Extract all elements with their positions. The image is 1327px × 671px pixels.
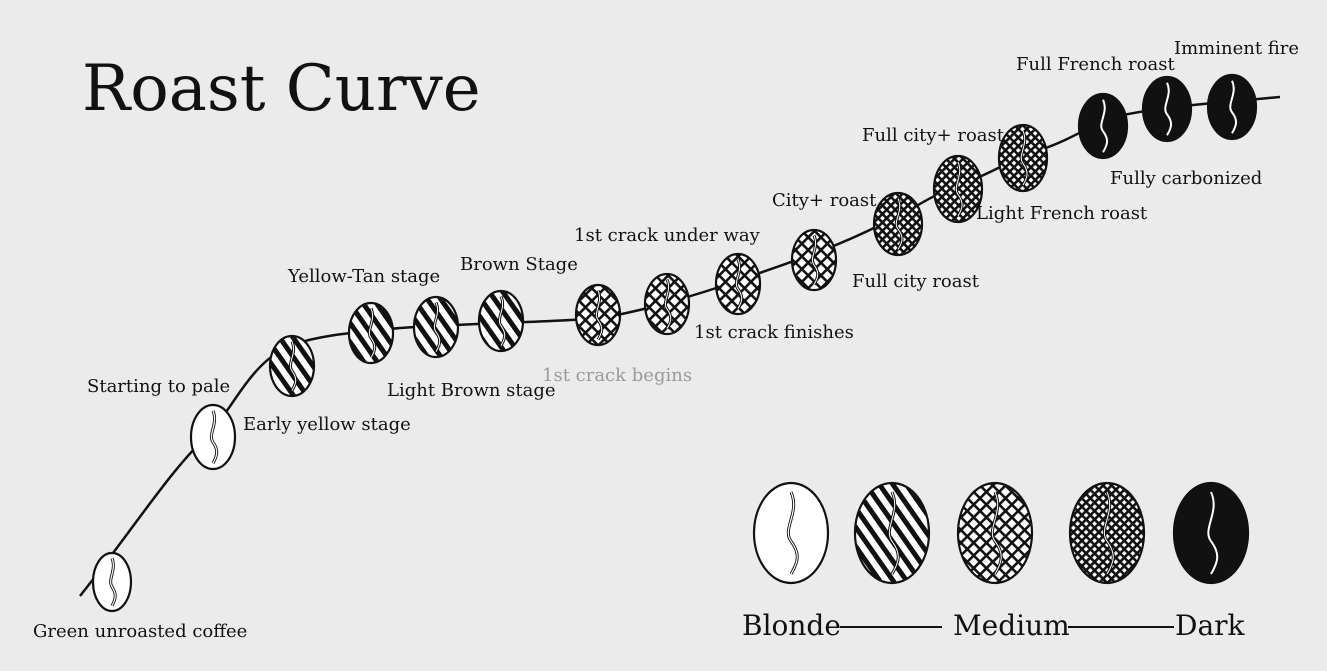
bean-light-brown [414,297,458,357]
stage-label-first-crack-finishes: 1st crack finishes [694,322,854,343]
stage-label-first-crack-begins: 1st crack begins [542,365,692,386]
legend-label-medium: Medium [953,609,1070,642]
stage-label-full-city: Full city roast [852,271,980,292]
stage-label-city-plus: City+ roast [772,190,877,211]
legend-bean-solid [1174,483,1248,583]
bean-city-plus [792,230,836,290]
stage-label-full-city-plus: Full city+ roast [862,125,1005,146]
bean-imminent-fire [1208,75,1256,139]
bean-light-french [999,125,1047,191]
stage-label-early-yellow: Early yellow stage [243,414,411,435]
bean-early-yellow [270,336,314,396]
legend-label-blonde: Blonde [742,609,841,642]
roast-legend: Blonde Medium Dark [742,483,1248,642]
bean-full-french [1079,94,1127,158]
stage-label-green: Green unroasted coffee [33,621,247,642]
stage-label-pale: Starting to pale [87,376,230,397]
stage-label-fully-carbonized: Fully carbonized [1110,168,1262,189]
legend-bean-stripe [855,483,929,583]
stage-label-brown: Brown Stage [460,254,578,275]
legend-label-dark: Dark [1175,609,1246,642]
bean-yellow-tan [349,303,393,363]
bean-first-crack-begins [576,285,620,345]
bean-first-crack-finishes [716,254,760,314]
stage-label-first-crack-under-way: 1st crack under way [574,225,761,246]
bean-first-crack-under-way [645,274,689,334]
bean-brown [479,291,523,351]
bean-fully-carbonized [1143,77,1191,141]
diagram-title: Roast Curve [82,52,481,126]
bean-pale [191,405,235,469]
bean-full-city-plus [934,156,982,222]
legend-bean-dense [1070,483,1144,583]
legend-bean-blank [754,483,828,583]
stage-label-yellow-tan: Yellow-Tan stage [287,266,440,287]
stage-label-light-french: Light French roast [976,203,1148,224]
legend-bean-cross [958,483,1032,583]
bean-green [93,553,131,611]
stage-label-light-brown: Light Brown stage [387,380,556,401]
bean-full-city [874,193,922,255]
stage-label-full-french: Full French roast [1016,54,1175,75]
stage-label-imminent-fire: Imminent fire [1174,38,1299,59]
